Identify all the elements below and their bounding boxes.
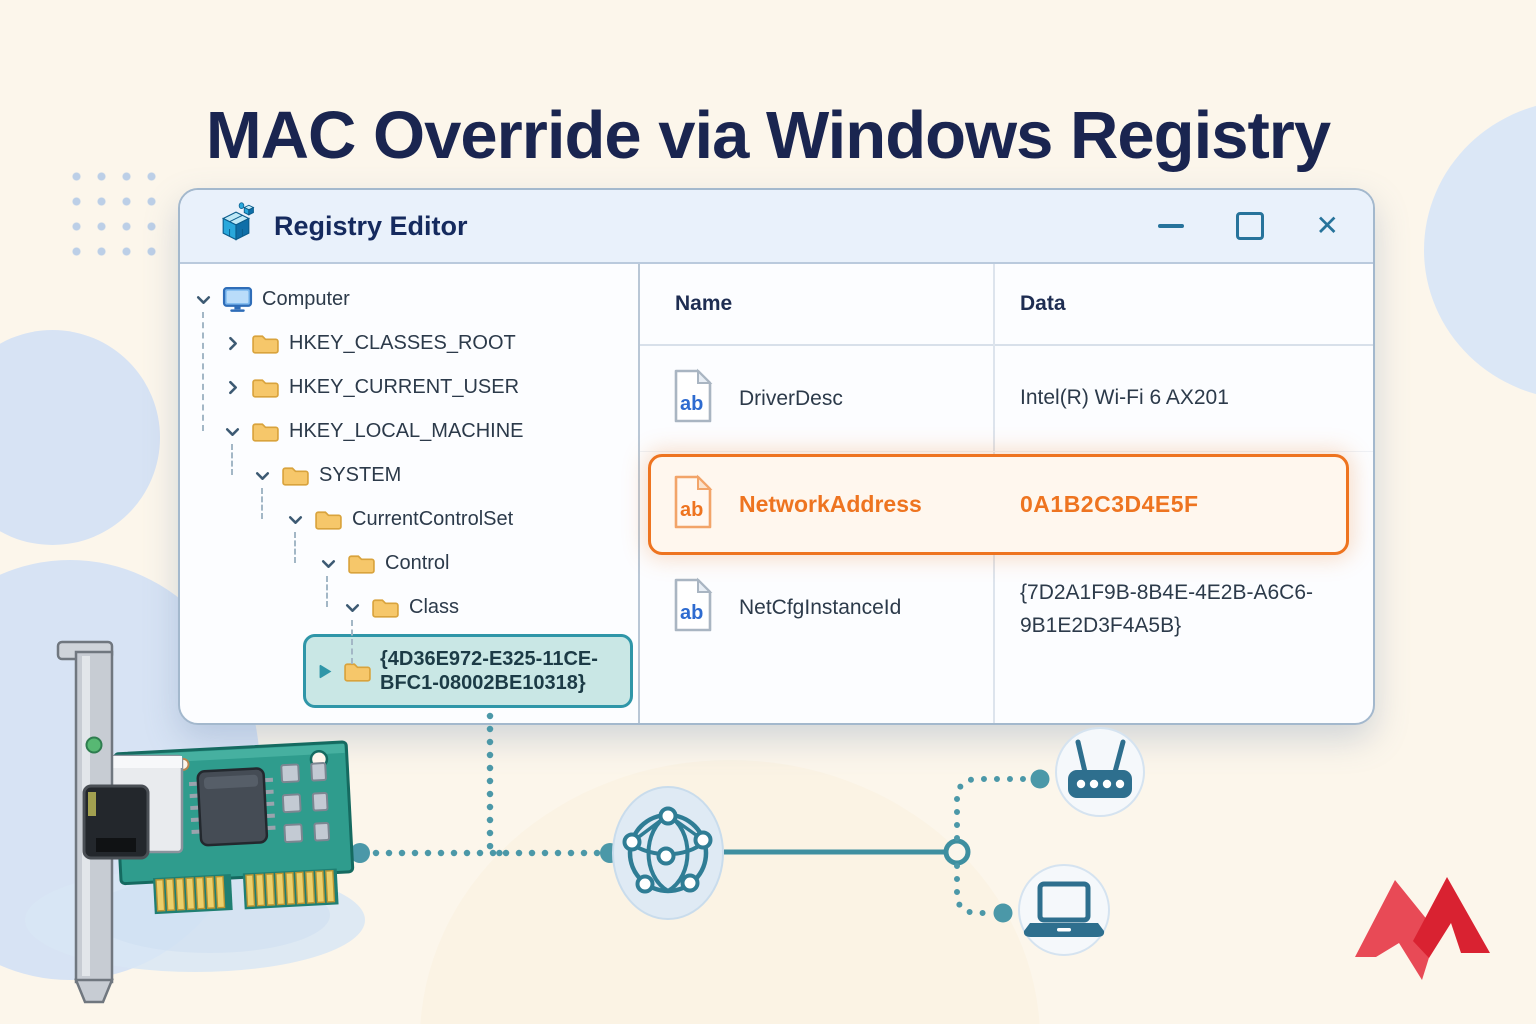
tree-item-label: Control (385, 551, 450, 574)
highlight-outline (648, 454, 1349, 555)
chevron-down-icon[interactable] (285, 511, 305, 528)
value-name: NetworkAddress (739, 491, 922, 517)
tree-item[interactable]: Computer (193, 277, 638, 321)
chevron-right-icon[interactable] (222, 379, 242, 396)
folder-icon (251, 332, 280, 355)
close-icon[interactable]: ✕ (1315, 209, 1339, 242)
svg-text:ab: ab (680, 602, 703, 624)
router-icon (1055, 727, 1145, 817)
chevron-down-icon[interactable] (318, 555, 338, 572)
values-pane: Name Data ab DriverDesc Intel(R) Wi-Fi 6 A… (640, 264, 1373, 723)
tree-item[interactable]: Control (318, 541, 638, 585)
minimize-icon[interactable] (1157, 224, 1184, 228)
folder-icon (251, 420, 280, 443)
connector-dot (1030, 769, 1050, 789)
connector-key-to-line (486, 712, 504, 857)
tree-connector-line (202, 312, 204, 431)
window-titlebar: Registry Editor ✕ (180, 190, 1373, 264)
folder-icon (251, 376, 280, 399)
tree-connector-line (351, 620, 353, 664)
tree-item[interactable]: SYSTEM (252, 453, 638, 497)
window-controls: ✕ (1157, 209, 1339, 242)
chevron-down-icon[interactable] (193, 291, 213, 308)
ab-string-icon: ab (673, 474, 713, 535)
value-name: DriverDesc (739, 386, 843, 410)
chevron-right-icon[interactable] (222, 335, 242, 352)
value-data: Intel(R) Wi-Fi 6 AX201 (1020, 386, 1229, 410)
tree-item[interactable]: CurrentControlSet (285, 497, 638, 541)
computer-icon (222, 286, 253, 313)
svg-text:ab: ab (680, 499, 703, 521)
column-header-data: Data (1020, 292, 1066, 315)
tree-item-label: HKEY_LOCAL_MACHINE (289, 419, 524, 442)
folder-icon (314, 508, 343, 531)
chevron-down-icon[interactable] (252, 467, 272, 484)
decor-blob-left (0, 330, 160, 545)
value-data: {7D2A1F9B-8B4E-4E2B-A6C6-9B1E2D3F4A5B} (1020, 581, 1313, 637)
tree-connector-line (261, 488, 263, 519)
decor-blob-warm (420, 760, 1040, 1024)
tree-item-label: CurrentControlSet (352, 507, 514, 530)
tree-item-label: HKEY_CURRENT_USER (289, 375, 520, 398)
value-row-NetCfgInstanceId[interactable]: ab NetCfgInstanceId {7D2A1F9B-8B4E-4E2B-A6… (640, 557, 1373, 723)
ab-string-icon: ab (673, 577, 713, 638)
ab-string-icon: ab (673, 368, 713, 429)
tree-item-label: HKEY_CLASSES_ROOT (289, 331, 516, 354)
play-icon[interactable] (316, 662, 335, 681)
tree-item[interactable]: HKEY_CLASSES_ROOT (222, 321, 638, 365)
value-row-NetworkAddress[interactable]: ab NetworkAddress 0A1B2C3D4E5F (640, 452, 1373, 557)
chevron-down-icon[interactable] (342, 599, 362, 616)
tree-item[interactable]: HKEY_LOCAL_MACHINE (222, 409, 638, 453)
folder-icon (347, 552, 376, 575)
tree-connector-line (294, 532, 296, 563)
folder-icon (281, 464, 310, 487)
column-header-name: Name (675, 292, 733, 315)
tree-item-label: Computer (262, 287, 350, 310)
window-title: Registry Editor (274, 210, 468, 241)
value-row-DriverDesc[interactable]: ab DriverDesc Intel(R) Wi-Fi 6 AX201 (640, 346, 1373, 452)
connector-dot (350, 843, 370, 863)
value-name: NetCfgInstanceId (739, 595, 902, 619)
chevron-down-icon[interactable] (222, 423, 242, 440)
maximize-icon[interactable] (1235, 212, 1264, 240)
decor-dot-grid (62, 162, 162, 262)
laptop-icon (1018, 864, 1110, 956)
folder-icon (371, 596, 400, 619)
tree-item-selected[interactable]: {4D36E972-E325-11CE-BFC1-08002BE10318} (303, 634, 633, 708)
tree-connector-line (326, 576, 328, 607)
value-data: 0A1B2C3D4E5F (1020, 490, 1199, 517)
svg-text:ab: ab (680, 393, 703, 415)
connector-to-router (954, 776, 1031, 841)
folder-icon (343, 660, 372, 683)
tree-connector-line (231, 444, 233, 475)
tree-item-label: SYSTEM (319, 463, 402, 486)
tree-item[interactable]: Class (342, 585, 638, 629)
registry-cubes-icon (214, 201, 258, 251)
tree-item[interactable]: HKEY_CURRENT_USER (222, 365, 638, 409)
tree-item-label: Class (409, 595, 460, 618)
page-title: MAC Override via Windows Registry (205, 97, 1331, 173)
values-header: Name Data (640, 264, 1373, 346)
tree-item-label: {4D36E972-E325-11CE-BFC1-08002BE10318} (380, 647, 598, 694)
